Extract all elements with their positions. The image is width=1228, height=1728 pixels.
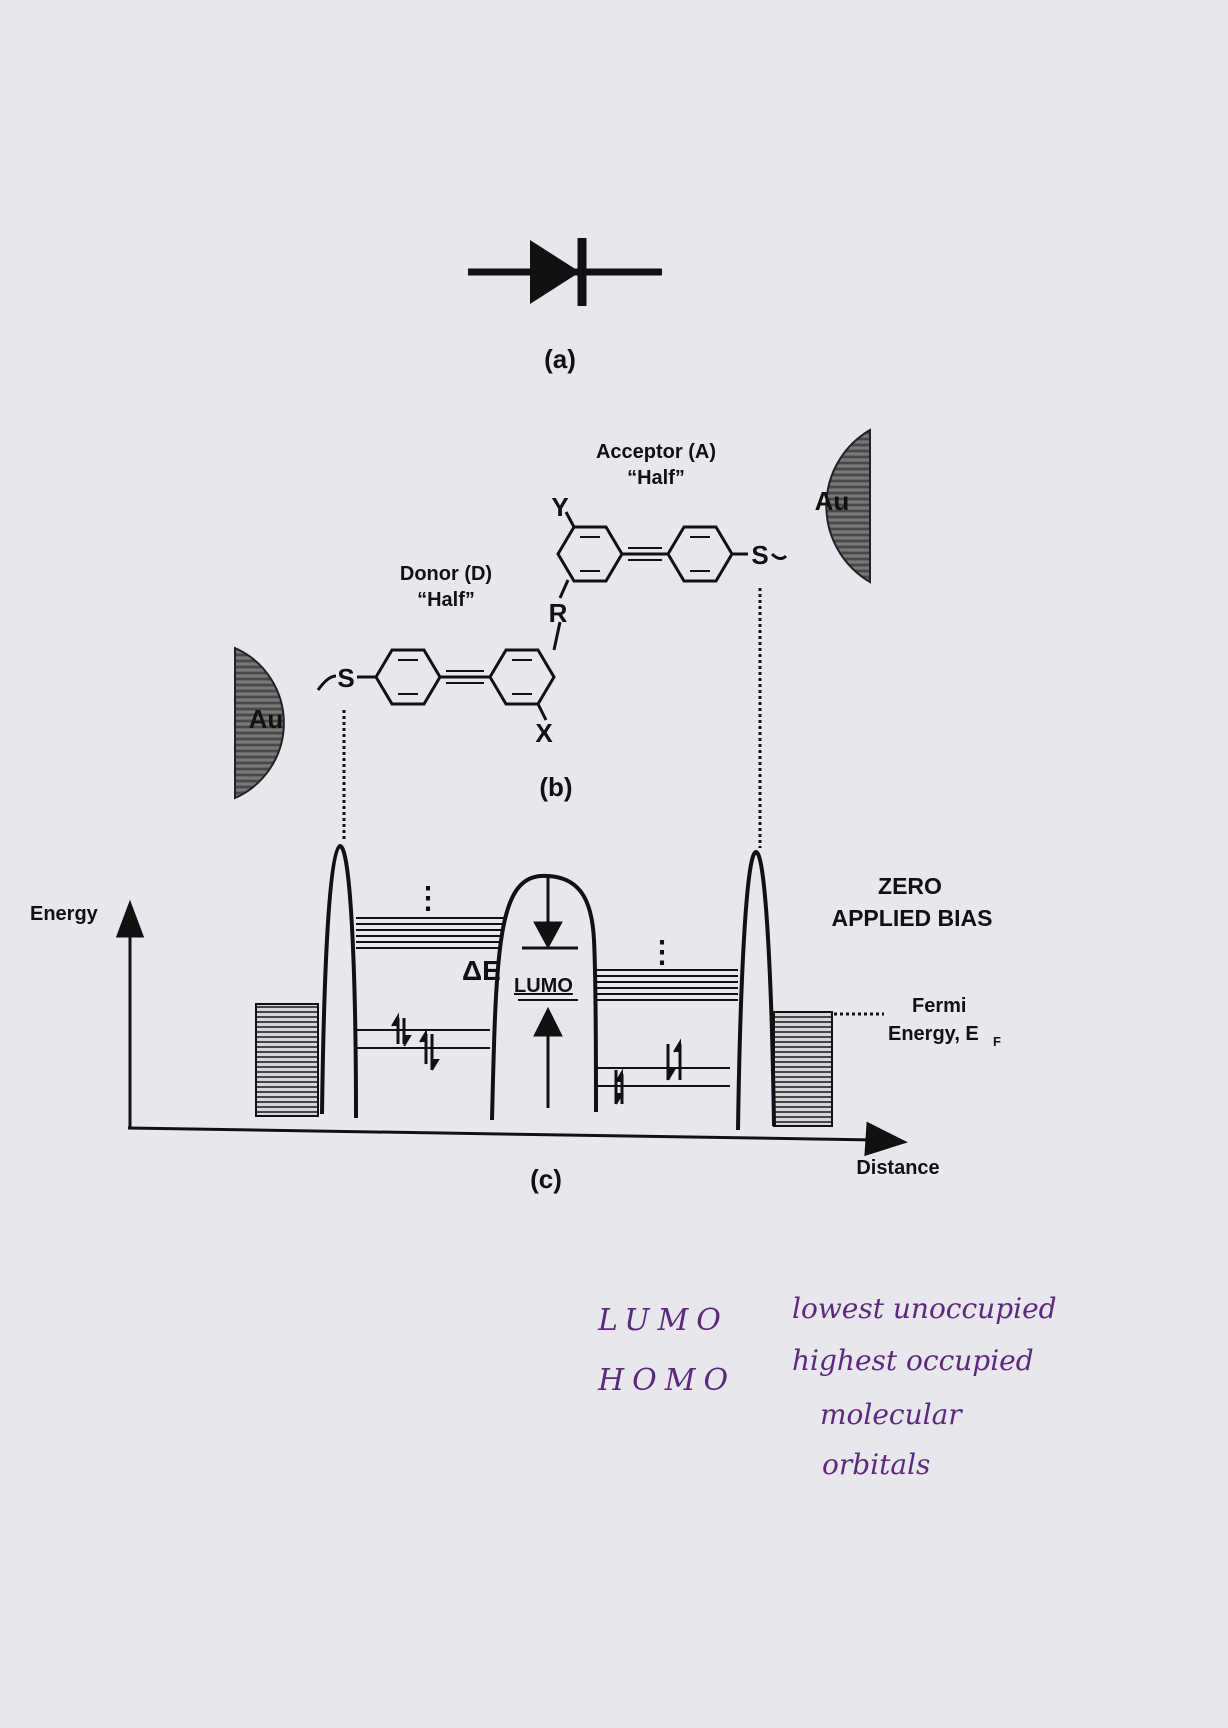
delta-e-lumo-label: ΔE LUMO (462, 955, 573, 997)
handwritten-line-4: orbitals (822, 1448, 930, 1481)
left-fermi-sea (255, 1003, 319, 1117)
donor-label: Donor (D) “Half” (400, 563, 492, 611)
svg-text:Acceptor (A): Acceptor (A) (596, 441, 716, 463)
handwritten-homo: HOMO (597, 1363, 736, 1398)
left-gold-electrode: Au (234, 646, 285, 800)
svg-text:ΔE: ΔE (462, 955, 501, 986)
panel-c-label: (c) (530, 1164, 562, 1194)
energy-axis-label: Energy (30, 903, 99, 925)
svg-text:LUMO: LUMO (514, 975, 573, 997)
donor-continuation-dots: ⋮ (413, 882, 443, 915)
left-au-label: Au (249, 704, 284, 734)
diode-symbol (468, 238, 662, 306)
substituent-y-label: Y (551, 492, 568, 522)
svg-text:F: F (993, 1034, 1001, 1049)
central-tunnel-barrier (490, 873, 598, 1121)
energy-axes (115, 899, 908, 1157)
delta-e-lumo-marker (518, 878, 578, 1108)
substituent-x-label: X (535, 718, 553, 748)
molecule-structure (316, 511, 788, 721)
acceptor-continuation-dots: ⋮ (647, 936, 677, 969)
right-au-label: Au (815, 486, 850, 516)
donor-lumo-levels (356, 917, 504, 949)
panel-b-label: (b) (539, 772, 572, 802)
distance-axis-label: Distance (856, 1157, 939, 1179)
substituent-r-label: R (549, 598, 568, 628)
handwritten-notes: LUMO HOMO lowest unoccupied highest occu… (597, 1292, 1057, 1481)
left-tunnel-barrier (320, 843, 358, 1119)
panel-a-label: (a) (544, 344, 576, 374)
right-gold-electrode: Au (815, 428, 871, 584)
svg-text:ZERO: ZERO (878, 873, 942, 899)
svg-text:Donor (D): Donor (D) (400, 563, 492, 585)
handwritten-line-2: highest occupied (792, 1344, 1034, 1377)
acceptor-label: Acceptor (A) “Half” (596, 441, 716, 489)
zero-applied-bias-label: ZERO APPLIED BIAS (831, 873, 992, 931)
svg-text:APPLIED BIAS: APPLIED BIAS (831, 905, 992, 931)
svg-text:“Half”: “Half” (417, 589, 475, 611)
fermi-energy-label: Fermi Energy, E F (888, 995, 1001, 1049)
handwritten-lumo: LUMO (597, 1303, 729, 1338)
donor-homo-levels (356, 1012, 490, 1071)
svg-text:Energy, E: Energy, E (888, 1023, 979, 1045)
sulfur-right-label: S (751, 540, 768, 570)
svg-text:“Half”: “Half” (627, 467, 685, 489)
acceptor-lumo-levels (596, 969, 738, 1001)
right-tunnel-barrier (736, 849, 776, 1131)
svg-text:Fermi: Fermi (912, 995, 966, 1017)
handwritten-line-1: lowest unoccupied (792, 1292, 1057, 1325)
handwritten-line-3: molecular (820, 1398, 963, 1431)
right-fermi-sea (773, 1011, 833, 1127)
sulfur-left-label: S (337, 663, 354, 693)
acceptor-homo-levels (596, 1038, 730, 1105)
